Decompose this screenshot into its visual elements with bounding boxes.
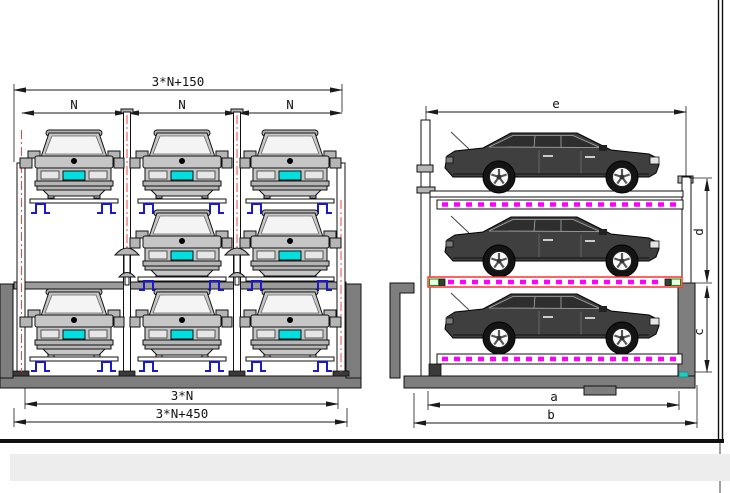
dim-side-bottom-inner: a [427,389,680,410]
car-middle-2 [135,209,229,279]
pit-deck [436,353,683,365]
upper-beam [429,190,684,198]
side-rail [239,157,251,169]
side-rail [221,316,233,328]
side-rail [19,316,33,328]
dim-label-bottom-total: 3*N+450 [156,406,209,421]
front-elevation-view: 3*N+150 N N N [0,74,362,427]
chock-right [671,278,681,286]
chock-left [429,278,439,286]
wheel-stop [664,278,672,286]
car-top-1 [27,129,121,199]
border-bottom [0,439,724,443]
dim-label-b: b [547,407,555,422]
footer-band [10,454,730,481]
column-bracket [416,164,434,173]
dim-label-a: a [550,389,558,404]
side-rail [129,237,141,249]
pallet-top-1 [29,198,119,204]
column-bracket [416,186,436,194]
dim-front-bottom-inner: 3*N [24,388,339,409]
side-rail [19,157,33,169]
front-level-middle [129,209,342,291]
car-middle-3 [243,209,337,279]
dim-side-bottom-total: b [413,385,698,428]
pallet-middle-2 [137,276,227,282]
side-section-view: e [389,96,712,428]
column-foot [228,370,246,377]
dim-label-d: d [691,228,706,236]
dim-label-top-total: 3*N+150 [152,74,205,89]
dim-side-pit-depth: c [691,285,712,373]
car-top-2 [135,129,229,199]
car-pit-3 [243,288,337,358]
side-rail [329,157,342,169]
lift-jack-1 [114,247,140,286]
section-column-left [420,119,431,377]
side-rail [129,157,141,169]
side-car-top [445,132,659,193]
side-rail [129,316,141,328]
pallet-pit-3 [245,356,335,362]
pallet-middle-3 [245,276,335,282]
pallet-top-3 [245,198,335,204]
dim-label-c: c [691,328,706,336]
dim-front-top-total: 3*N+150 [13,74,343,162]
pit-sensor [678,371,689,378]
upper-deck [436,199,684,210]
dim-front-bays: N N N [21,97,343,116]
front-level-top [19,129,342,214]
side-rail [221,237,233,249]
pit-sump [583,385,617,396]
pit-floor-section [403,375,696,389]
column-foot [118,370,136,377]
column-foot [428,363,442,377]
dim-front-bottom-total: 3*N+450 [13,406,348,427]
pallet-top-2 [137,198,227,204]
pit-wall-left-section [389,282,415,379]
car-pit-2 [135,288,229,358]
side-rail [113,157,125,169]
lift-jack-2 [224,247,250,286]
ground-level-beam [13,281,347,290]
side-car-pit [445,293,659,354]
side-rail [329,237,342,249]
pit-wall-right [345,283,362,379]
side-rail [329,316,342,328]
wheel-stop [438,278,446,286]
car-pit-1 [27,288,121,358]
dim-label-bay-1: N [70,97,78,112]
side-rail [113,316,125,328]
side-rail [239,316,251,328]
side-car-middle [445,216,659,277]
dim-side-upper-height: d [684,177,712,284]
side-rail [221,157,233,169]
dim-label-bay-2: N [178,97,186,112]
dim-label-e: e [552,96,560,111]
pit-wall-left [0,283,14,379]
pallet-pit-1 [29,356,119,362]
side-rail [239,237,251,249]
pallet-pit-2 [137,356,227,362]
front-level-pit [19,288,342,372]
dim-label-bay-3: N [286,97,294,112]
dim-label-bottom-inner: 3*N [171,388,194,403]
pit-floor [0,375,362,389]
ground-platform [427,276,683,288]
car-top-3 [243,129,337,199]
